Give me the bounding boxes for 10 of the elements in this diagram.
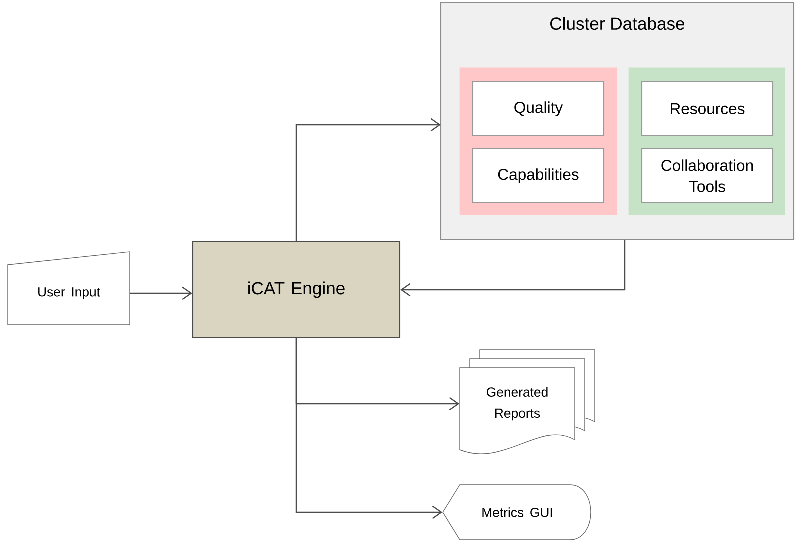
document-stack: Generated Reports (460, 350, 596, 454)
process-box: iCAT Engine (192, 241, 401, 339)
arrow (400, 240, 626, 297)
process-box: Capabilities (472, 148, 605, 204)
process-box: Collaboration Tools (641, 148, 774, 204)
arrow (130, 286, 192, 300)
arrow (296, 118, 441, 242)
arrow (296, 338, 443, 520)
process-box: Resources (641, 81, 774, 137)
process-box: Quality (472, 81, 605, 137)
